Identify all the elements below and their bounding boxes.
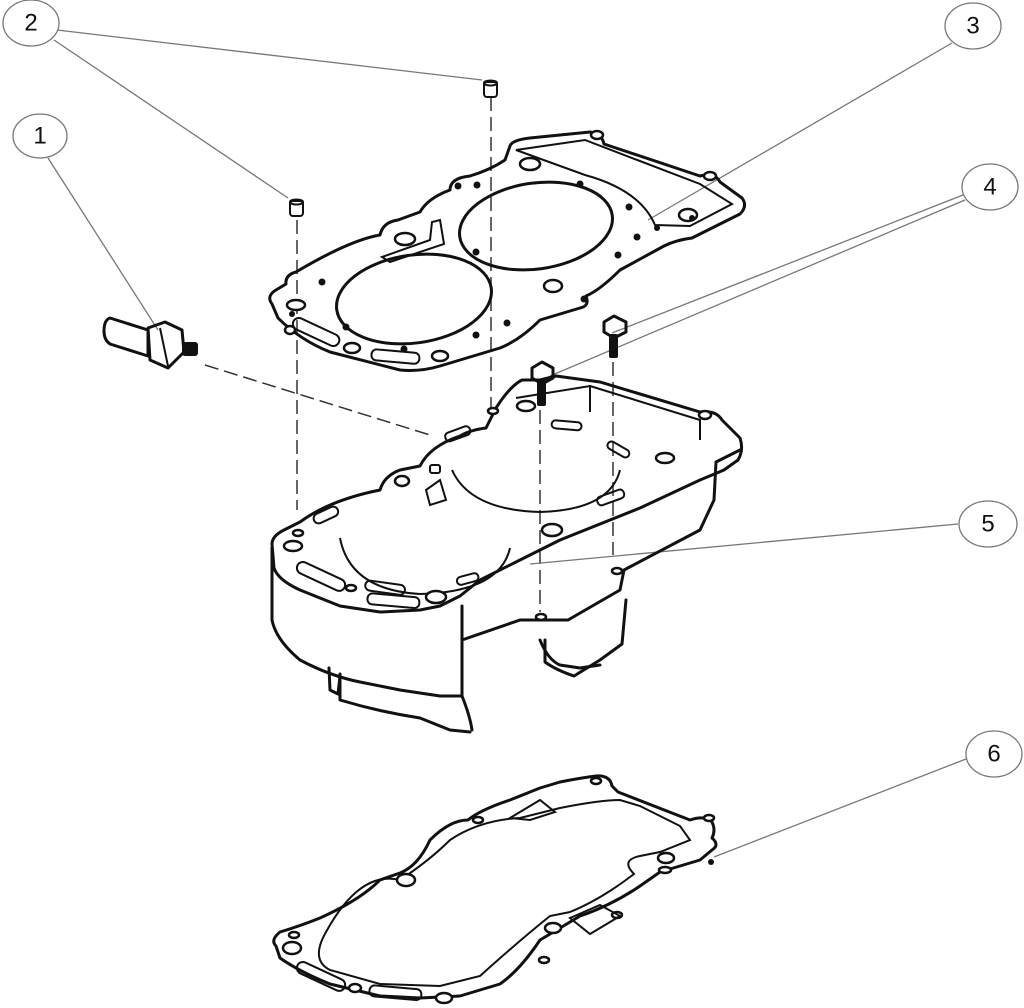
- callout-5: 5: [958, 500, 1018, 548]
- head-gasket: [268, 129, 747, 372]
- callout-number: 5: [981, 511, 994, 538]
- callout-number: 1: [33, 123, 46, 150]
- sensor-axis: [204, 364, 431, 436]
- leader-5: [529, 523, 959, 565]
- callout-1: 1: [12, 113, 68, 159]
- leader-1: [47, 157, 159, 331]
- base-gasket: [272, 774, 718, 1005]
- callout-number: 2: [24, 10, 37, 37]
- callout-number: 3: [966, 13, 979, 40]
- leader-2a: [56, 29, 483, 81]
- dowel-pin-left: [289, 198, 304, 217]
- callout-number: 4: [983, 174, 996, 201]
- bolt-left: [530, 360, 555, 406]
- leader-3: [647, 42, 953, 221]
- leader-4a: [611, 194, 964, 334]
- callout-6: 6: [965, 730, 1023, 778]
- cylinder-block: [270, 374, 744, 734]
- callout-4: 4: [961, 163, 1019, 211]
- callout-2: 2: [2, 0, 60, 47]
- leader-2b: [53, 39, 289, 199]
- leader-lines: [47, 29, 967, 858]
- leader-4b: [549, 199, 966, 377]
- callout-number: 6: [987, 741, 1000, 768]
- callout-3: 3: [944, 2, 1002, 50]
- bolt-right: [602, 314, 628, 358]
- leader-6: [713, 758, 967, 858]
- sensor: [102, 316, 198, 370]
- dowel-pin-right: [483, 79, 498, 98]
